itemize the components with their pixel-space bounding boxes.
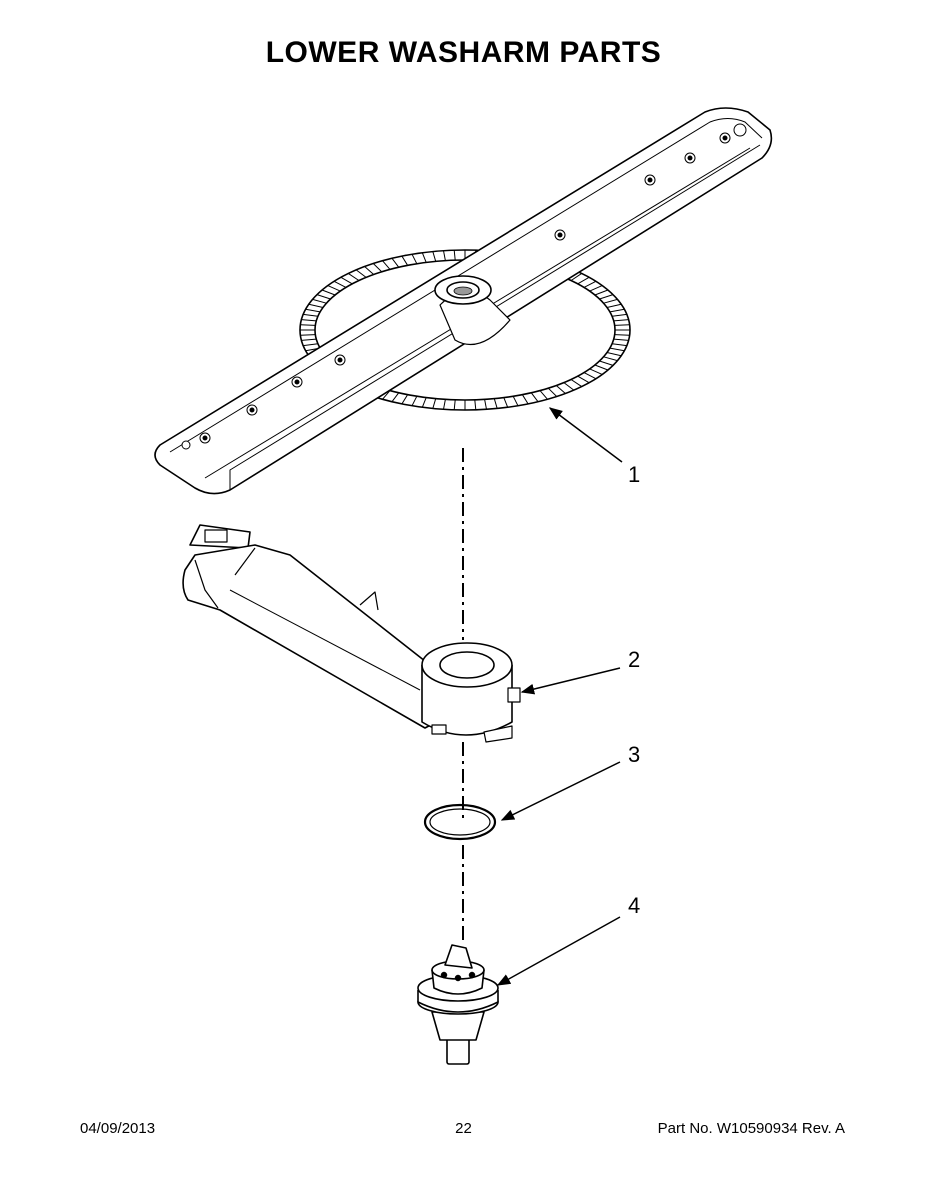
gear-tooth xyxy=(401,255,409,266)
spray-holes xyxy=(181,123,747,450)
callout-1: 1 xyxy=(628,462,640,487)
gear-tooth xyxy=(300,324,316,326)
gear-tooth xyxy=(301,319,317,322)
footer-page-number: 22 xyxy=(455,1120,472,1137)
gear-tooth xyxy=(603,356,618,362)
gear-tooth xyxy=(443,250,446,261)
gear-tooth xyxy=(316,294,331,300)
gear-tooth xyxy=(612,313,627,317)
gear-tooth xyxy=(521,394,529,405)
gear-tooth xyxy=(443,399,446,410)
gear-tooth xyxy=(305,308,321,313)
gear-tooth xyxy=(300,334,316,336)
gear-tooth xyxy=(609,347,625,352)
gear-tooth xyxy=(606,352,622,357)
gear-tooth xyxy=(484,399,487,410)
gear-tooth xyxy=(614,334,630,336)
gear-tooth xyxy=(512,396,519,407)
gear-tooth xyxy=(547,387,558,397)
gear-tooth xyxy=(355,269,367,278)
gear-tooth xyxy=(613,319,629,322)
callout-3: 3 xyxy=(628,742,640,767)
gear-tooth xyxy=(609,308,625,313)
gear-tooth xyxy=(340,276,353,285)
gear-tooth xyxy=(603,298,618,304)
gear-tooth xyxy=(599,360,614,366)
gear-tooth xyxy=(333,280,347,288)
gear-tooth xyxy=(453,250,456,261)
gear-tooth xyxy=(613,338,629,341)
gear-teeth xyxy=(300,250,630,410)
gear-tooth xyxy=(321,289,336,296)
gear-tooth xyxy=(421,397,427,408)
gear-tooth xyxy=(589,368,603,375)
gear-tooth xyxy=(308,303,324,308)
gear-tooth xyxy=(411,253,418,264)
manifold-part xyxy=(182,524,521,743)
gear-tooth xyxy=(303,313,318,317)
gear-tooth xyxy=(364,266,375,275)
leader-3 xyxy=(500,761,621,821)
o-ring-part xyxy=(423,803,497,841)
gear-tooth xyxy=(312,298,327,304)
gear-tooth xyxy=(530,392,539,403)
gear-tooth xyxy=(382,390,391,400)
gear-tooth xyxy=(577,375,590,384)
gear-tooth xyxy=(594,364,609,371)
washarm-part xyxy=(154,107,773,495)
gear-tooth xyxy=(577,276,590,285)
leader-4 xyxy=(496,916,621,986)
callout-4: 4 xyxy=(628,893,640,918)
gear-tooth xyxy=(563,382,575,391)
gear-tooth xyxy=(589,285,603,292)
footer-date: 04/09/2013 xyxy=(80,1120,156,1137)
manifold-tube xyxy=(182,544,441,729)
gear-tooth xyxy=(391,392,400,403)
gear-tooth xyxy=(474,399,477,410)
gear-tooth xyxy=(327,285,341,292)
gear-tooth xyxy=(612,343,627,347)
gear-tooth xyxy=(583,372,597,380)
gear-tooth xyxy=(411,396,418,407)
gear-tooth xyxy=(348,272,360,281)
footer-part-number: Part No. W10590934 Rev. A xyxy=(657,1120,845,1137)
gear-tooth xyxy=(432,398,437,409)
gear-tooth xyxy=(432,251,437,262)
callout-leaders xyxy=(496,407,623,986)
gear-tooth xyxy=(570,379,582,388)
gear-tooth xyxy=(594,289,609,296)
gear-tooth xyxy=(570,272,582,281)
gear-tooth xyxy=(372,263,383,273)
gear-tooth xyxy=(555,385,566,394)
gear-tooth xyxy=(503,397,509,408)
bearing-part xyxy=(417,944,499,1065)
callout-2: 2 xyxy=(628,647,640,672)
gear-tooth xyxy=(301,338,317,341)
gear-tooth xyxy=(599,294,614,300)
gear-tooth xyxy=(391,257,400,268)
leader-2 xyxy=(520,667,621,695)
gear-tooth xyxy=(453,399,456,410)
gear-tooth xyxy=(421,252,427,263)
gear-tooth xyxy=(583,280,597,288)
gear-tooth xyxy=(606,303,622,308)
page-title: LOWER WASHARM PARTS xyxy=(265,36,662,69)
gear-tooth xyxy=(614,324,630,326)
gear-tooth xyxy=(382,260,391,270)
gear-tooth xyxy=(401,394,409,405)
gear-tooth xyxy=(493,398,498,409)
leader-1 xyxy=(548,407,623,463)
gear-tooth xyxy=(303,343,318,347)
gear-tooth xyxy=(539,390,548,400)
